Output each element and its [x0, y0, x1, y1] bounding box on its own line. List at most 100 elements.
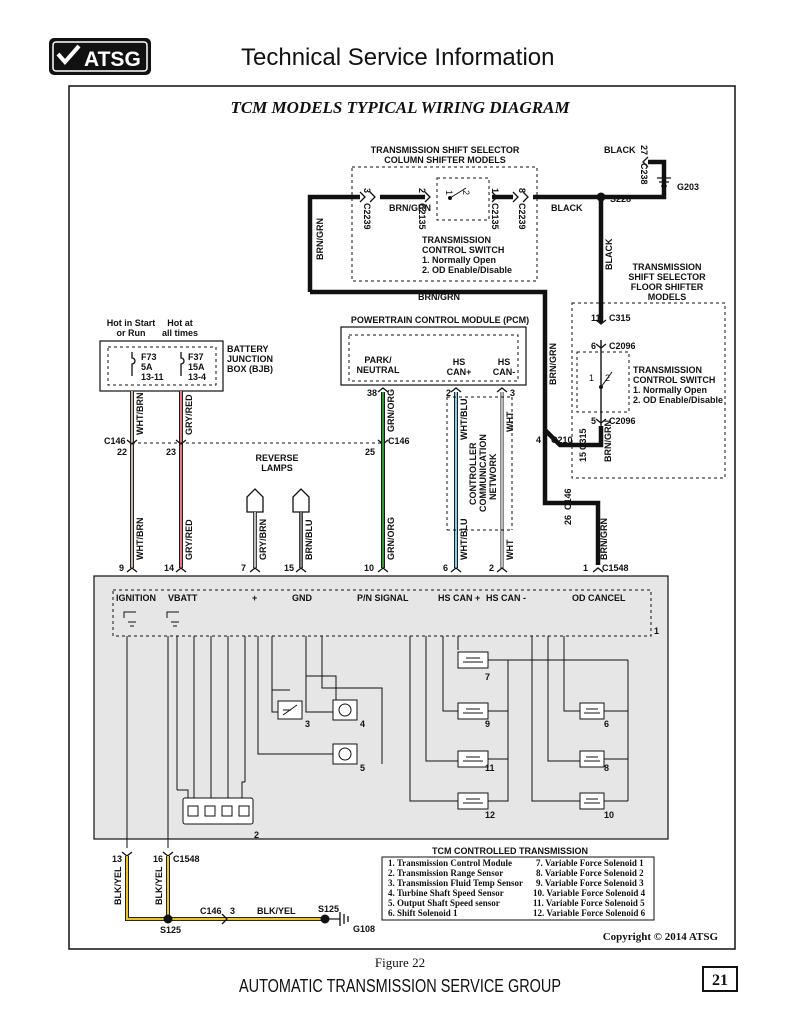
pin-15: 15: [284, 563, 294, 573]
splice-s228: [596, 192, 606, 202]
ground-icon: [657, 177, 671, 187]
label-blk-yel-mid: BLK/YEL: [154, 866, 164, 905]
conn-c2135-left: C2135: [417, 203, 427, 230]
solenoid-icon-5: [579, 702, 605, 720]
conn-c2239-right: C2239: [517, 203, 527, 230]
component-number-12: 12: [485, 810, 495, 820]
switch-pin-1: 1: [444, 190, 454, 195]
speed-sensor-icon: [332, 699, 358, 721]
label-wht-brn-bottom: WHT/BRN: [135, 518, 145, 561]
label-blk-yel-bottom: BLK/YEL: [257, 906, 296, 916]
tcm-pin-od-cancel: OD CANCEL: [572, 593, 626, 603]
tcm-module-1: [112, 589, 652, 637]
conn-c2135-right: C2135: [490, 203, 500, 230]
bjb-label-2: JUNCTION: [227, 354, 273, 364]
tcm-pin-gnd: GND: [292, 593, 313, 603]
floor-switch-pin-2: 2: [605, 373, 610, 383]
solenoid-icon-2: [457, 702, 489, 720]
pin-13: 13: [112, 854, 122, 864]
column-switch-item-2: 2. OD Enable/Disable: [422, 265, 512, 275]
ground-g108: G108: [353, 924, 375, 934]
floor-switch-label: TRANSMISSION: [633, 365, 702, 375]
column-selector-subtitle: COLUMN SHIFTER MODELS: [384, 155, 506, 165]
fuse-icon-2: [180, 352, 185, 376]
pcm-title: POWERTRAIN CONTROL MODULE (PCM): [351, 315, 529, 325]
c1548-pins: [126, 567, 604, 573]
label-grn-org-bottom: GRN/ORG: [386, 517, 396, 560]
label-brn-grn-loop: BRN/GRN: [418, 292, 460, 302]
floor-switch-item-2: 2. OD Enable/Disable: [633, 395, 723, 405]
splice-s125-label-2: S125: [318, 904, 339, 914]
pcm-can-plus: CAN+: [447, 367, 472, 377]
conn-c146-left: C146: [104, 436, 126, 446]
pcm-can-minus: CAN-: [493, 367, 516, 377]
pin-4-c210: 4: [536, 435, 541, 445]
component-number-11: 11: [485, 763, 495, 773]
network-label-2: COMMUNICATION: [478, 434, 488, 512]
component-number-3: 3: [305, 719, 310, 729]
solenoid-icon-7: [579, 792, 605, 810]
pin-11-c315: 11: [591, 313, 601, 323]
pin-8-c2239: 8: [517, 188, 527, 193]
pin-9: 9: [119, 563, 124, 573]
tcm-pin-vbatt: VBATT: [168, 593, 198, 603]
component-number-9: 9: [485, 719, 490, 729]
splice-s228-label: S228: [610, 194, 631, 204]
label-gry-red-bottom: GRY/RED: [184, 519, 194, 560]
pin-1-c2135: 1: [490, 188, 500, 193]
pin-5-c2096: 5: [591, 416, 596, 426]
pin-10: 10: [364, 563, 374, 573]
pin-22: 22: [117, 447, 127, 457]
component-number-10: 10: [604, 810, 614, 820]
legend-box: [381, 856, 655, 921]
conn-c146-bottom: C146: [200, 906, 222, 916]
pin-38: 38: [367, 388, 377, 398]
bjb-label-3: BOX (BJB): [227, 364, 273, 374]
conn-c238: C238: [639, 163, 649, 185]
fuse-f37-loc: 13-4: [188, 372, 206, 382]
switch-pin-2: 2: [461, 190, 471, 195]
column-switch-label: TRANSMISSION: [422, 235, 491, 245]
footer-group-name: AUTOMATIC TRANSMISSION SERVICE GROUP: [239, 976, 561, 996]
label-brn-grn-bottom: BRN/GRN: [599, 518, 609, 560]
conn-c2239-left: C2239: [362, 203, 372, 230]
ground-icon-g108: [339, 912, 349, 926]
legend-item-6: 6. Shift Solenoid 1: [388, 908, 458, 918]
tcm-pin-plus: +: [252, 593, 257, 603]
legend-item-5: 5. Output Shaft Speed sensor: [388, 898, 500, 908]
solenoid-icon-4: [457, 792, 489, 810]
component-number-2: 2: [254, 830, 259, 840]
wire-brn-grn-top: [307, 194, 360, 292]
tcm-box: [93, 575, 669, 840]
pin-2-c2135: 2: [417, 188, 427, 193]
label-black-mid: BLACK: [551, 203, 583, 213]
bjb-hot-all: Hot at: [167, 318, 193, 328]
pin-7: 7: [241, 563, 246, 573]
wire-brn-grn-loop: [310, 289, 548, 430]
legend-item-12: 12. Variable Force Solenoid 6: [533, 908, 646, 918]
label-brn-grn-left: BRN/GRN: [315, 218, 325, 260]
label-wht-top: WHT: [505, 411, 515, 432]
solenoid-icon-6: [579, 750, 605, 768]
bjb-box: [99, 340, 224, 392]
label-brn-grn-right: BRN/GRN: [548, 343, 558, 385]
column-selector-title: TRANSMISSION SHIFT SELECTOR: [371, 145, 520, 155]
lamp-icon: [246, 488, 310, 513]
reverse-lamps-label-2: LAMPS: [261, 463, 293, 473]
pin-6-c2096: 6: [591, 341, 596, 351]
component-number-6: 6: [604, 719, 609, 729]
label-wht-bottom: WHT: [505, 539, 515, 560]
pin-3-c2239: 3: [362, 188, 372, 193]
label-blk-yel-left: BLK/YEL: [113, 866, 123, 905]
pin-27: 27: [639, 145, 649, 155]
network-label-3: NETWORK: [488, 453, 498, 500]
pcm-hs-plus: HS: [453, 357, 466, 367]
floor-selector-title-2: SHIFT SELECTOR: [628, 272, 706, 282]
bjb-hot-start-2: or Run: [117, 328, 146, 338]
label-grn-org-top: GRN/ORG: [386, 389, 396, 432]
floor-switch-box: [576, 351, 630, 413]
conn-c146-right: C146: [563, 488, 573, 510]
legend-title: TCM CONTROLLED TRANSMISSION: [432, 846, 588, 856]
tcm-pin-hs-can-minus: HS CAN -: [486, 593, 526, 603]
component-number-5: 5: [360, 763, 365, 773]
